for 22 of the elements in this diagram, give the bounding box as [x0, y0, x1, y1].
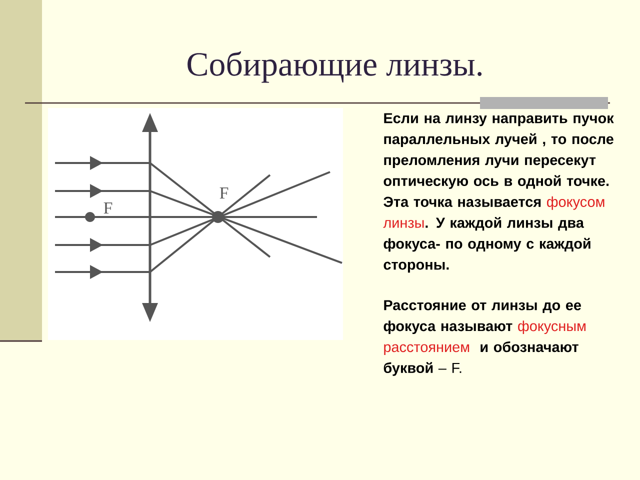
label: и обозначают [480, 341, 578, 352]
focus-label: F [220, 187, 228, 199]
paragraph-text: Если на линзу направить пучок параллельных лучей , то после преломления лучи пересекут оптическую ось в одной точке. Эта точка называется фокусом линзы. У каждой линзы два фокуса- по одному с каждой стороны. [383, 113, 614, 273]
label: Расстояние от линзы до ее [384, 300, 581, 314]
label: Эта точка называется [384, 196, 541, 207]
label: линзы [383, 220, 424, 228]
label: фокуса- по одному с каждой [384, 238, 590, 252]
label: оптическую ось в одной точке. [384, 175, 609, 189]
focus-label: F [104, 202, 112, 214]
label: фокусом [547, 196, 604, 210]
label: Если на линзу направить пучок [384, 113, 614, 126]
label: – F. [438, 362, 462, 373]
label: расстоянием [384, 344, 470, 355]
label: буквой [384, 362, 433, 376]
label: преломления лучи пересекут [384, 157, 596, 168]
paragraph-text: Расстояние от линзы до ее фокуса называют фокусным расстоянием и обозначают буквой – F. [384, 300, 586, 376]
label: параллельных лучей , то после [384, 133, 614, 148]
label: фокусным [518, 320, 586, 334]
label: стороны. [384, 262, 449, 273]
slide-title: Собирающие линзы. [188, 51, 482, 83]
label: фокуса называют [384, 320, 512, 334]
label: . У каждой линзы два [426, 216, 584, 231]
